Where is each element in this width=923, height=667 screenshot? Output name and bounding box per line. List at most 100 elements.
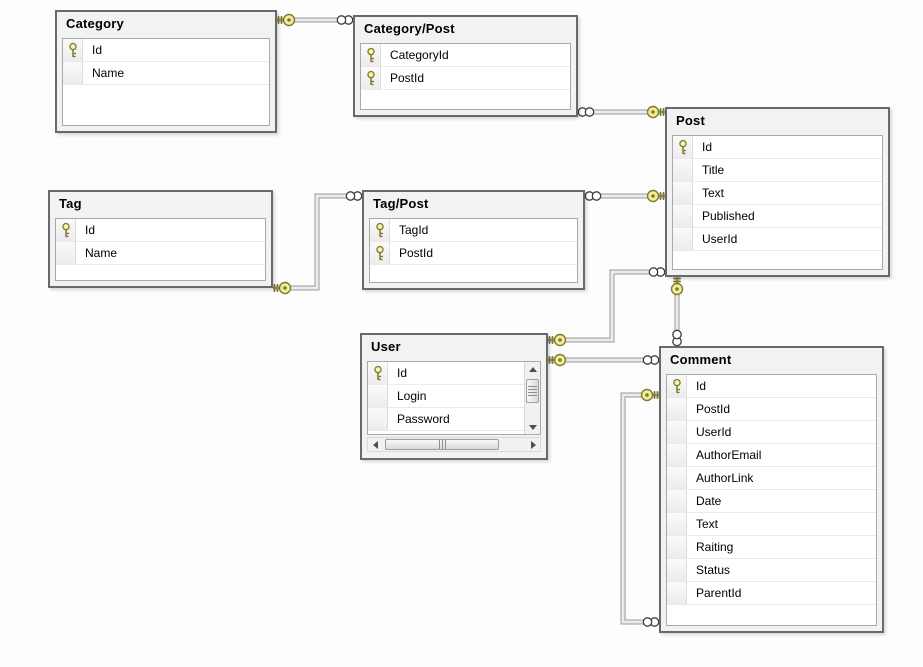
column-icon-cell (368, 385, 388, 407)
column-name: PostId (696, 402, 731, 416)
column-name: Published (702, 209, 755, 223)
relationship-category-categorypost[interactable] (277, 13, 354, 27)
primary-key-cell (368, 362, 388, 384)
table-row-date[interactable]: Date (667, 490, 876, 513)
table-row-authoremail[interactable]: AuthorEmail (667, 444, 876, 467)
column-name: Status (696, 563, 731, 577)
table-row-name[interactable]: Name (63, 62, 269, 85)
column-icon-cell (673, 182, 693, 204)
table-row-login[interactable]: Login (368, 385, 540, 408)
table-row-id[interactable]: Id (673, 136, 882, 159)
table-row-text[interactable]: Text (673, 182, 882, 205)
primary-key-cell (370, 219, 390, 241)
scroll-down-button[interactable] (525, 420, 540, 434)
many-side-infinity-icon (336, 15, 354, 25)
table-row-categoryid[interactable]: CategoryId (361, 44, 570, 67)
relationship-user-post[interactable] (548, 267, 666, 347)
thumb-grip (528, 392, 537, 393)
column-name: Id (85, 223, 96, 237)
scroll-left-button[interactable] (368, 438, 382, 451)
table-title[interactable]: Comment (670, 352, 732, 367)
primary-key-cell (370, 242, 390, 264)
vertical-scroll-thumb[interactable] (526, 379, 539, 403)
table-row-name[interactable]: Name (56, 242, 265, 265)
table-row-title[interactable]: Title (673, 159, 882, 182)
table-row-postid[interactable]: PostId (370, 242, 577, 265)
column-icon-cell (667, 513, 687, 535)
column-name: UserId (696, 425, 732, 439)
column-name: Date (696, 494, 722, 508)
table-row-postid[interactable]: PostId (361, 67, 570, 90)
table-row-userid[interactable]: UserId (667, 421, 876, 444)
column-name: Id (702, 140, 713, 154)
scroll-right-button[interactable] (526, 438, 540, 451)
column-icon-cell (56, 242, 76, 264)
table-row-id[interactable]: Id (63, 39, 269, 62)
scroll-up-button[interactable] (525, 362, 540, 376)
column-icon-cell (667, 421, 687, 443)
thumb-grip (438, 440, 440, 449)
table-row-id[interactable]: Id (368, 362, 540, 385)
one-side-key-icon (273, 281, 292, 295)
thumb-grip (528, 389, 537, 390)
arrow-up-icon (528, 366, 537, 372)
horizontal-scrollbar[interactable] (367, 437, 541, 452)
column-icon-cell (667, 467, 687, 489)
relationship-user-comment[interactable] (548, 353, 660, 367)
relationship-post-comment[interactable] (670, 277, 684, 347)
one-side-key-icon (646, 105, 665, 119)
primary-key-icon (672, 378, 681, 393)
table-title[interactable]: User (371, 339, 401, 354)
primary-key-icon (375, 245, 384, 260)
one-side-key-icon (548, 333, 567, 347)
primary-key-cell (56, 219, 76, 241)
table-row-id[interactable]: Id (56, 219, 265, 242)
table-row-text[interactable]: Text (667, 513, 876, 536)
table-row-tagid[interactable]: TagId (370, 219, 577, 242)
primary-key-icon (61, 222, 70, 237)
table-title[interactable]: Category/Post (364, 21, 455, 36)
primary-key-icon (366, 70, 375, 85)
thumb-grip (528, 386, 537, 387)
relationship-post-tagpost[interactable] (584, 189, 665, 203)
column-name: Title (702, 163, 725, 177)
table-row-userid[interactable]: UserId (673, 228, 882, 251)
relationship-post-categorypost[interactable] (577, 105, 665, 119)
primary-key-cell (63, 39, 83, 61)
column-name: Id (696, 379, 707, 393)
table-title[interactable]: Tag (59, 196, 82, 211)
column-name: AuthorLink (696, 471, 754, 485)
table-row-postid[interactable]: PostId (667, 398, 876, 421)
relationship-tag-tagpost[interactable] (273, 191, 363, 295)
thumb-grip (528, 395, 537, 396)
table-title[interactable]: Post (676, 113, 705, 128)
one-side-key-icon (640, 388, 659, 402)
table-title[interactable]: Tag/Post (373, 196, 429, 211)
horizontal-scroll-thumb[interactable] (385, 439, 499, 450)
many-side-infinity-icon (642, 617, 660, 627)
vertical-scrollbar[interactable] (524, 362, 540, 434)
table-row-authorlink[interactable]: AuthorLink (667, 467, 876, 490)
table-row-id[interactable]: Id (667, 375, 876, 398)
table-title[interactable]: Category (66, 16, 124, 31)
table-row-raiting[interactable]: Raiting (667, 536, 876, 559)
table-row-password[interactable]: Password (368, 408, 540, 431)
one-side-key-icon (548, 353, 567, 367)
relationship-comment-self[interactable] (620, 388, 660, 627)
table-row-parentid[interactable]: ParentId (667, 582, 876, 605)
column-name: Login (397, 389, 427, 403)
table-row-published[interactable]: Published (673, 205, 882, 228)
many-side-infinity-icon (672, 329, 682, 347)
table-row-status[interactable]: Status (667, 559, 876, 582)
